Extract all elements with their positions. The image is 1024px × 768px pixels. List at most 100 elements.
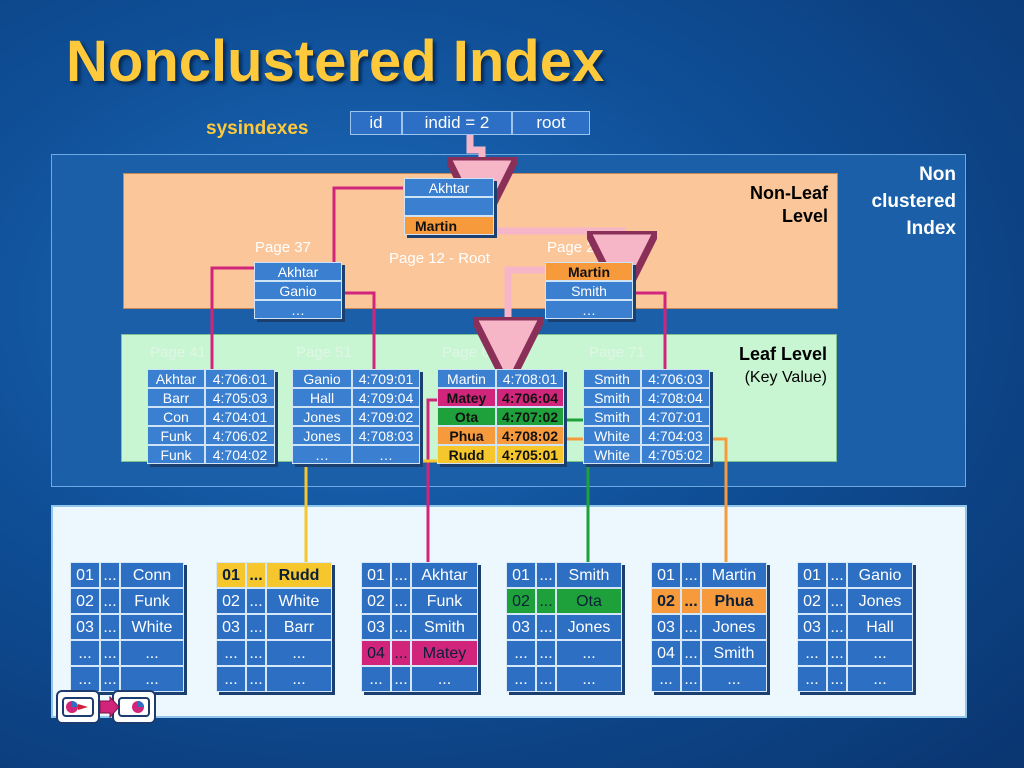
dp1-id: ... [70, 640, 100, 666]
nonclustered-line-2: clustered [871, 191, 956, 212]
non-leaf-line-2: Level [781, 206, 828, 226]
dp5-name: ... [701, 666, 767, 692]
dp3-name: Funk [411, 588, 478, 614]
leaf-level-label: Leaf Level (Key Value) [680, 343, 827, 389]
page-37: Akhtar Ganio … [254, 262, 342, 319]
dp5-id: 01 [651, 562, 681, 588]
dp5-name-phua: Phua [701, 588, 767, 614]
back-slide-button[interactable] [56, 690, 100, 724]
p51-rid: 4:709:01 [352, 369, 420, 388]
p51-key: Ganio [292, 369, 352, 388]
dp3-dots: ... [391, 562, 411, 588]
dp1-id: 01 [70, 562, 100, 588]
dp5-id: 04 [651, 640, 681, 666]
dp1-name: Funk [120, 588, 184, 614]
dp1-dots: ... [100, 562, 120, 588]
sysindexes-col-root: root [512, 111, 590, 135]
dp6-dots: ... [827, 640, 847, 666]
dp2-name-rudd: Rudd [266, 562, 332, 588]
dp6-id: 01 [797, 562, 827, 588]
dp5-dots-phua: ... [681, 588, 701, 614]
data-page-4: 01...Smith 02...Ota 03...Jones .........… [506, 562, 622, 692]
dp5-name: Martin [701, 562, 767, 588]
dp4-name: ... [556, 640, 622, 666]
dp3-id: ... [361, 666, 391, 692]
leaf-level-subtitle: (Key Value) [744, 369, 827, 386]
dp6-dots: ... [827, 666, 847, 692]
dp2-dots: ... [246, 588, 266, 614]
page-28: Martin Smith … [545, 262, 633, 319]
page-12-root: Akhtar Martin [404, 178, 494, 235]
dp6-name: ... [847, 666, 913, 692]
line-matey-to-page [426, 398, 437, 640]
p61-key-rudd: Rudd [437, 445, 496, 464]
page-28-cell-smith: Smith [545, 281, 633, 300]
line-rudd-to-page [304, 459, 437, 562]
sysindexes-label: sysindexes [206, 118, 309, 139]
dp3-name: Smith [411, 614, 478, 640]
p61-key-ota: Ota [437, 407, 496, 426]
p51-rid: 4:708:03 [352, 426, 420, 445]
dp5-name: Smith [701, 640, 767, 666]
p71-rid: 4:707:01 [641, 407, 710, 426]
p61-rid-ota: 4:707:02 [496, 407, 564, 426]
p41-rid: 4:706:02 [205, 426, 275, 445]
dp5-dots: ... [681, 640, 701, 666]
dp5-id: ... [651, 666, 681, 692]
dp1-id: ... [70, 666, 100, 692]
dp3-name-matey: Matey [411, 640, 478, 666]
p41-rid: 4:705:03 [205, 388, 275, 407]
p61-rid-phua: 4:708:02 [496, 426, 564, 445]
dp4-id: ... [506, 666, 536, 692]
dp3-id: 03 [361, 614, 391, 640]
dp2-id: ... [216, 666, 246, 692]
non-leaf-level-label: Non-Leaf Level [700, 182, 828, 228]
dp3-id: 01 [361, 562, 391, 588]
dp6-id: 03 [797, 614, 827, 640]
p71-rid: 4:704:03 [641, 426, 710, 445]
p61-rid-martin: 4:708:01 [496, 369, 564, 388]
dp1-name: ... [120, 666, 184, 692]
p41-key: Funk [147, 445, 205, 464]
dp4-name-ota: Ota [556, 588, 622, 614]
p41-rid: 4:706:01 [205, 369, 275, 388]
p51-key: … [292, 445, 352, 464]
page-28-cell-more: … [545, 300, 633, 319]
dp5-dots: ... [681, 666, 701, 692]
dp6-id: 02 [797, 588, 827, 614]
p61-rid-rudd: 4:705:01 [496, 445, 564, 464]
p41-key: Funk [147, 426, 205, 445]
dp6-dots: ... [827, 562, 847, 588]
page-title: Nonclustered Index [66, 29, 605, 94]
p51-rid: 4:709:04 [352, 388, 420, 407]
p61-key-matey: Matey [437, 388, 496, 407]
dp2-dots: ... [246, 666, 266, 692]
p51-key: Jones [292, 426, 352, 445]
dp2-id: 02 [216, 588, 246, 614]
page-12-cell-martin: Martin [404, 216, 494, 235]
page-12-cell-blank [404, 197, 494, 216]
line-p28-to-p71 [633, 291, 667, 370]
data-page-2: 01...Rudd 02...White 03...Barr .........… [216, 562, 332, 692]
dp4-dots: ... [536, 562, 556, 588]
page-12-root-label: Page 12 - Root [389, 250, 490, 267]
dp4-name: Smith [556, 562, 622, 588]
p61-key-phua: Phua [437, 426, 496, 445]
arrow-root-to-p28 [494, 227, 622, 266]
p51-key: Hall [292, 388, 352, 407]
p51-rid: 4:709:02 [352, 407, 420, 426]
nonclustered-index-label: Non clustered Index [846, 161, 956, 242]
sysindexes-col-indid: indid = 2 [402, 111, 512, 135]
dp4-id-ota: 02 [506, 588, 536, 614]
dp1-name: Conn [120, 562, 184, 588]
dp1-dots: ... [100, 588, 120, 614]
page-37-label: Page 37 [255, 239, 311, 256]
page-41-label: Page 41 [150, 344, 206, 361]
p71-rid: 4:705:02 [641, 445, 710, 464]
dp4-dots: ... [536, 614, 556, 640]
dp4-name: Jones [556, 614, 622, 640]
dp3-dots: ... [391, 614, 411, 640]
